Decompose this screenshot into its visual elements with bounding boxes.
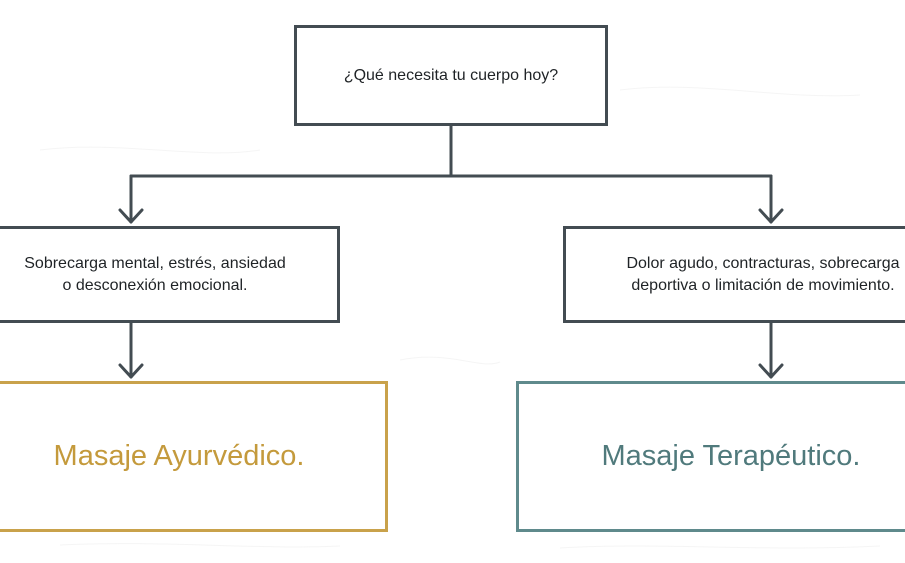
result-terapeutico-text: Masaje Terapéutico. bbox=[601, 440, 861, 472]
condition-box-right: Dolor agudo, contracturas, sobrecarga de… bbox=[563, 226, 905, 323]
left-arrowhead-top bbox=[118, 208, 144, 224]
condition-left-line-2: o desconexión emocional. bbox=[62, 276, 248, 294]
condition-box-left: Sobrecarga mental, estrés, ansiedad o de… bbox=[0, 226, 340, 323]
result-ayurvedico-text: Masaje Ayurvédico. bbox=[53, 440, 305, 472]
condition-right-line-1: Dolor agudo, contracturas, sobrecarga bbox=[626, 254, 900, 272]
left-arrowhead-bottom bbox=[118, 363, 144, 379]
result-box-terapeutico: Masaje Terapéutico. bbox=[516, 381, 905, 532]
right-arrowhead-bottom bbox=[758, 363, 784, 379]
condition-right-line-2: deportiva o limitación de movimiento. bbox=[631, 276, 895, 294]
right-arrowhead-top bbox=[758, 208, 784, 224]
root-question-box: ¿Qué necesita tu cuerpo hoy? bbox=[294, 25, 608, 126]
result-box-ayurvedico: Masaje Ayurvédico. bbox=[0, 381, 388, 532]
root-question-text: ¿Qué necesita tu cuerpo hoy? bbox=[343, 66, 559, 84]
condition-left-line-1: Sobrecarga mental, estrés, ansiedad bbox=[24, 254, 286, 272]
